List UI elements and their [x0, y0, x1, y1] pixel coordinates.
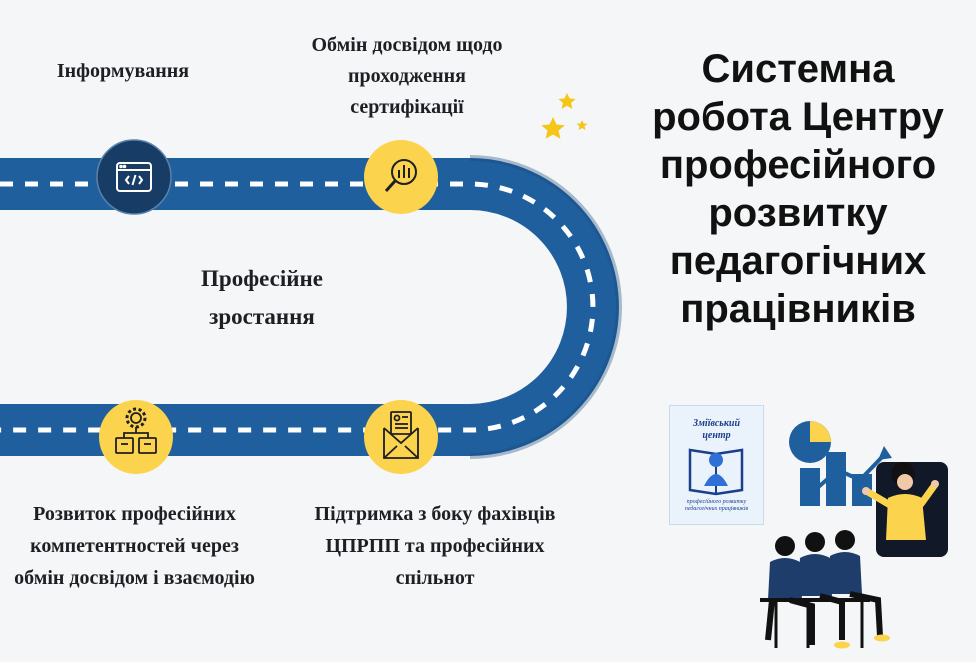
bar-chart-icon: [800, 446, 892, 506]
browser-code-icon: [116, 162, 152, 192]
road-edge-shadow: [469, 155, 622, 459]
star-icon: [541, 117, 565, 139]
audience-figures: [760, 530, 890, 649]
step-competence-label: Розвиток професійних компетентностей чер…: [14, 503, 255, 589]
node-support: [364, 400, 438, 474]
presenter-figure: [862, 462, 939, 540]
step-support-label: Підтримка з боку фахівців ЦПРПП та профе…: [314, 503, 556, 589]
star-icon: [558, 93, 576, 109]
logo-caption: професійного розвитку педагогічних праці…: [684, 499, 749, 512]
gear-boxes-icon: [115, 407, 157, 454]
node-exchange: [364, 140, 438, 214]
pie-chart-icon: [789, 421, 831, 463]
logo-line2: центр: [702, 430, 731, 441]
step-exchange-label: Обмін досвідом щодо проходження сертифік…: [311, 34, 503, 118]
center-logo: Зміївський центр професійного розвитку п…: [669, 405, 764, 525]
step-growth-label: Професійне зростання: [201, 266, 323, 329]
stars-decoration: [541, 93, 588, 139]
star-icon: [576, 120, 588, 130]
logo-line1: Зміївський: [692, 418, 741, 429]
page-title: Системна робота Центру професійного розв…: [652, 47, 944, 331]
illustration-presentation: [760, 421, 948, 649]
step-informing-label: Інформування: [56, 60, 190, 82]
book-person-icon: [688, 448, 744, 496]
node-competence: [99, 400, 173, 474]
node-informing: [96, 139, 172, 215]
envelope-document-icon: [383, 411, 419, 459]
magnifier-chart-icon: [384, 159, 417, 193]
road-center-dashes: [0, 181, 596, 433]
